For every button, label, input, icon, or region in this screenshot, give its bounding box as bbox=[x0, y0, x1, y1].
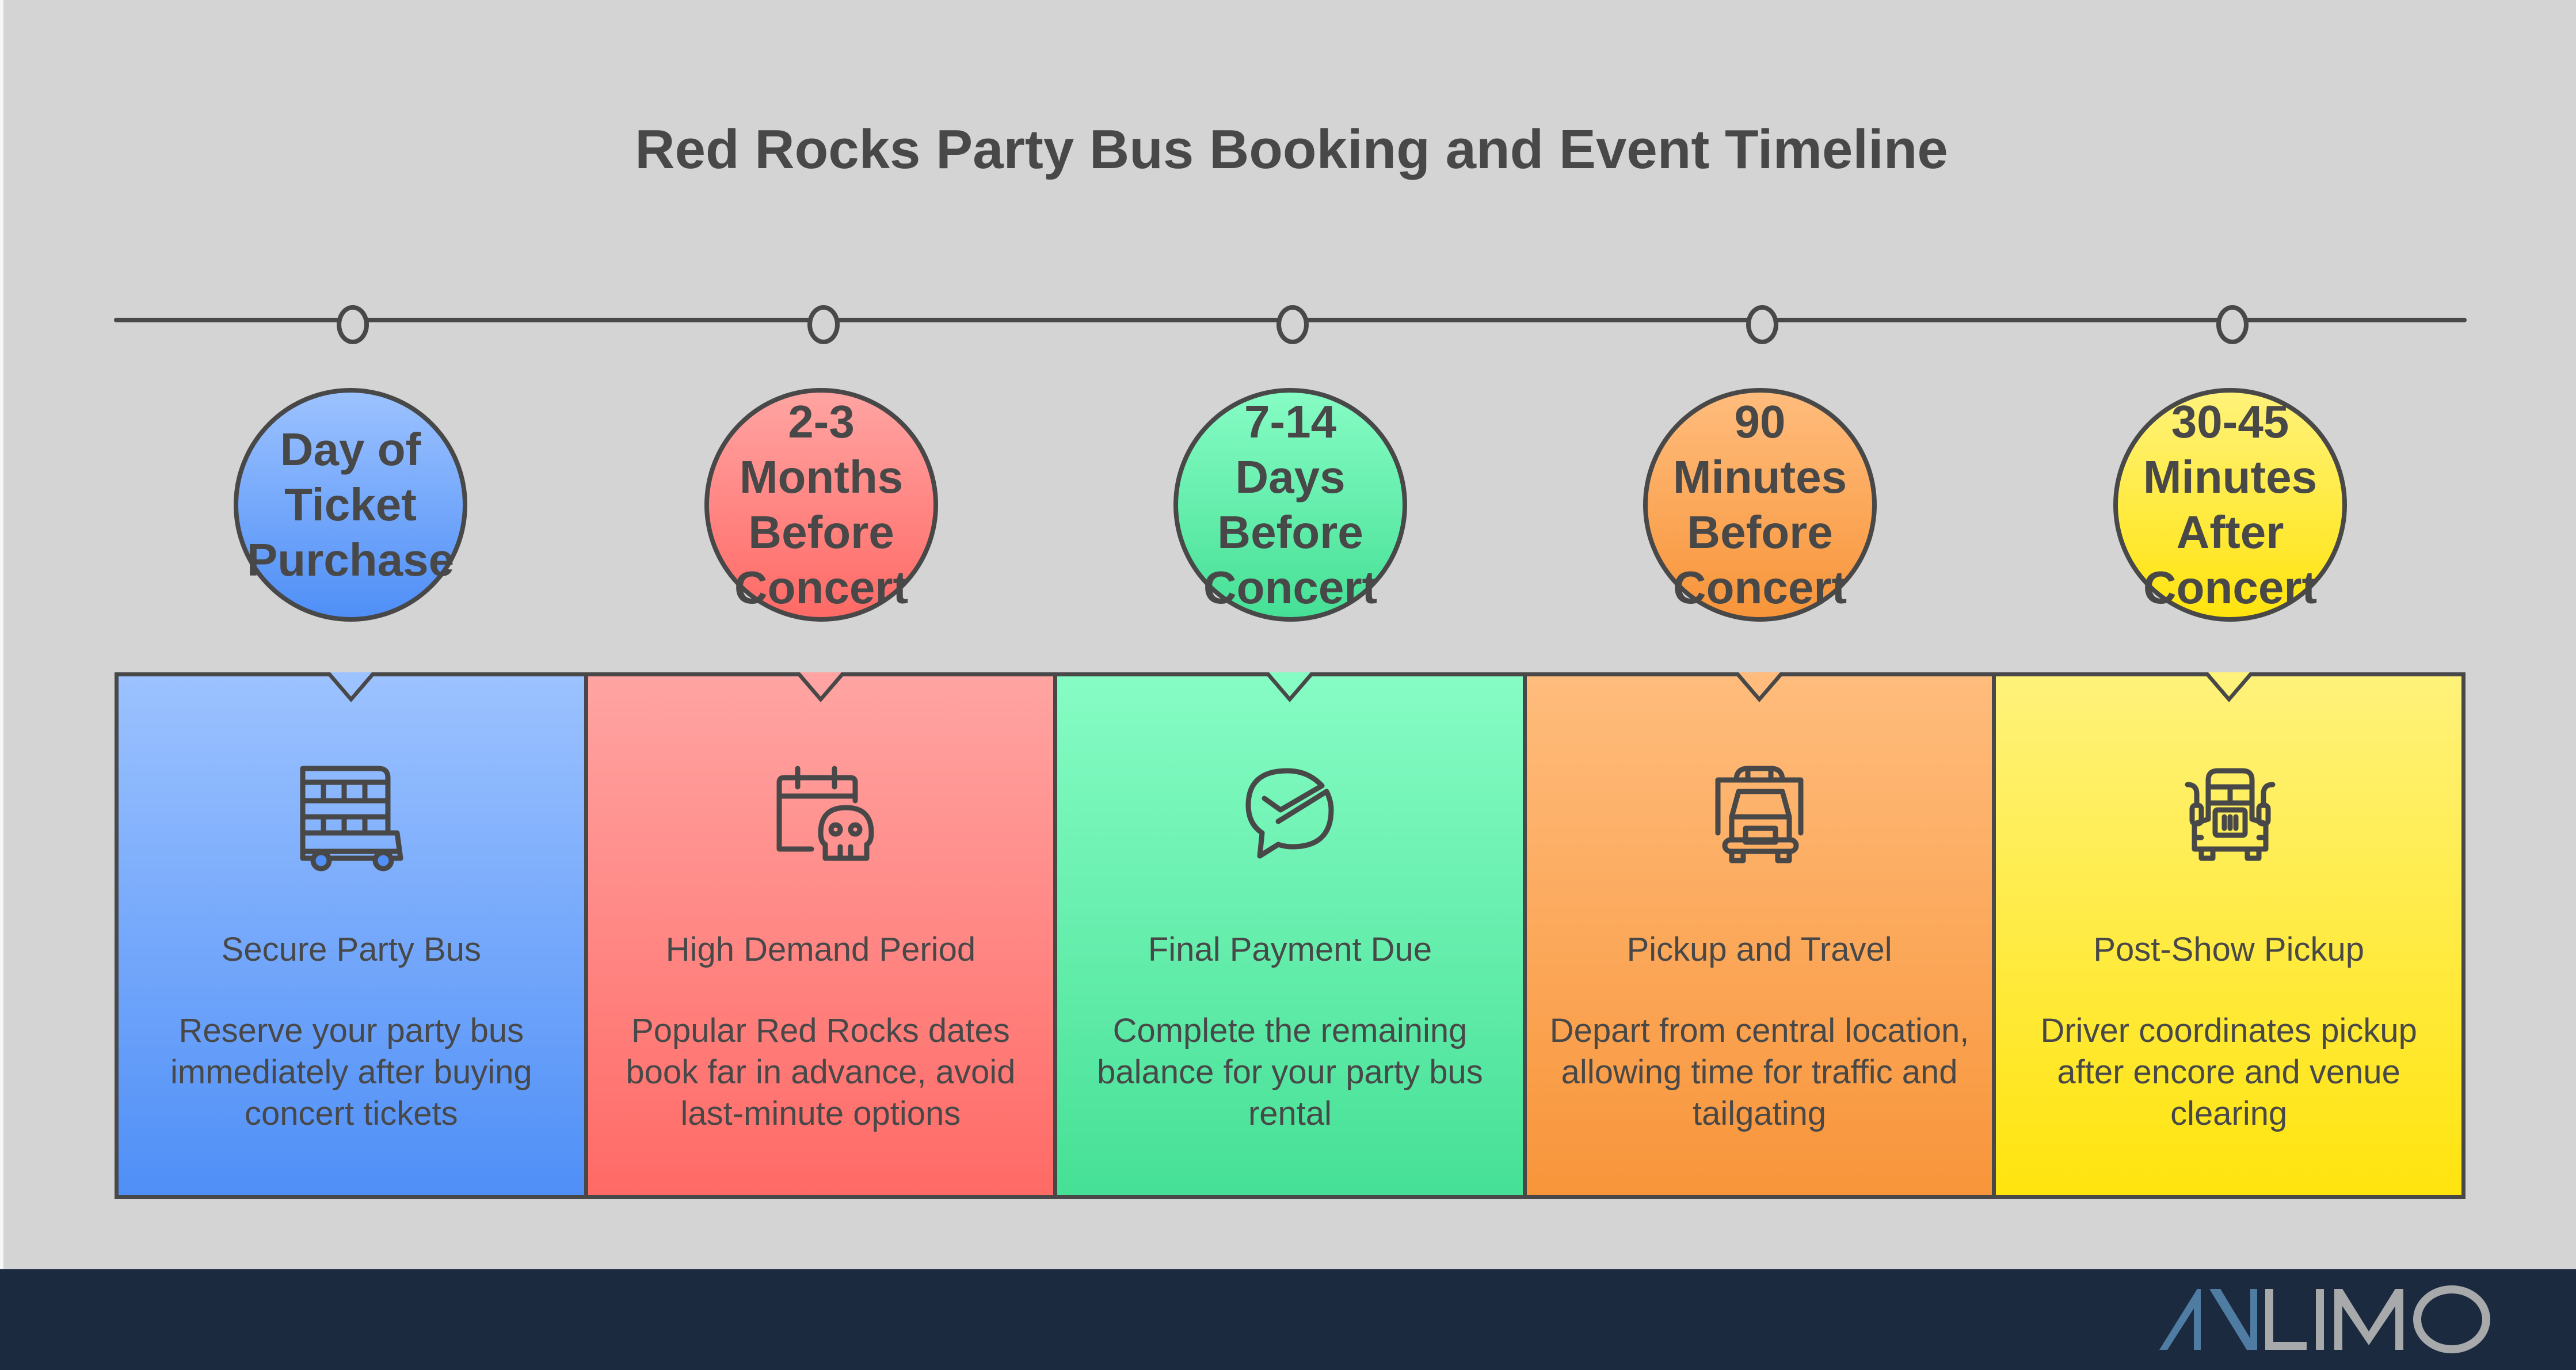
milestone-circle-2: 2-3 Months Before Concert bbox=[704, 388, 938, 622]
card-title: Pickup and Travel bbox=[1626, 931, 1892, 968]
card-post-show-pickup: Post-Show Pickup Driver coordinates pick… bbox=[1996, 672, 2461, 1195]
card-high-demand-period: High Demand Period Popular Red Rocks dat… bbox=[588, 672, 1058, 1195]
card-secure-party-bus: Secure Party Bus Reserve your party bus … bbox=[119, 672, 588, 1195]
milestone-circle-1: Day of Ticket Purchase bbox=[234, 388, 467, 622]
milestone-circle-5: 30-45 Minutes After Concert bbox=[2113, 388, 2347, 622]
timeline-cards: Secure Party Bus Reserve your party bus … bbox=[115, 672, 2466, 1199]
card-title: Final Payment Due bbox=[1148, 931, 1432, 968]
milestone-label: 30-45 Minutes After Concert bbox=[2143, 396, 2318, 613]
card-final-payment-due: Final Payment Due Complete the remaining… bbox=[1057, 672, 1527, 1195]
card-description: Popular Red Rocks dates book far in adva… bbox=[626, 1012, 1016, 1132]
card-title: High Demand Period bbox=[665, 931, 976, 968]
truck-front-icon bbox=[2171, 757, 2287, 872]
card-description: Reserve your party bus immediately after… bbox=[170, 1012, 532, 1132]
card-description: Driver coordinates pickup after encore a… bbox=[2040, 1012, 2417, 1132]
card-title: Post-Show Pickup bbox=[2093, 931, 2364, 968]
card-title: Secure Party Bus bbox=[221, 931, 481, 968]
page-title: Red Rocks Party Bus Booking and Event Ti… bbox=[635, 119, 1948, 180]
timeline-node-3 bbox=[1276, 305, 1309, 344]
chat-check-icon bbox=[1232, 757, 1347, 872]
timeline-node-4 bbox=[1746, 305, 1778, 344]
card-description: Complete the remaining balance for your … bbox=[1097, 1012, 1483, 1132]
milestone-label: Day of Ticket Purchase bbox=[246, 424, 455, 585]
milestone-label: 2-3 Months Before Concert bbox=[734, 396, 909, 613]
brand-logo[interactable]: AVLIMO bbox=[2152, 1285, 2555, 1354]
card-description: Depart from central location, allowing t… bbox=[1549, 1012, 1969, 1132]
milestone-circle-4: 90 Minutes Before Concert bbox=[1643, 388, 1877, 622]
double-decker-bus-icon bbox=[294, 757, 409, 872]
timeline-node-5 bbox=[2216, 305, 2249, 344]
calendar-skull-icon bbox=[763, 757, 878, 872]
milestone-circle-3: 7-14 Days Before Concert bbox=[1173, 388, 1407, 622]
milestone-label: 7-14 Days Before Concert bbox=[1203, 396, 1378, 613]
card-pickup-and-travel: Pickup and Travel Depart from central lo… bbox=[1526, 672, 1996, 1195]
bus-front-icon bbox=[1702, 757, 1817, 872]
timeline-node-1 bbox=[337, 305, 369, 344]
footer-bar: AVLIMO bbox=[0, 1269, 2576, 1370]
infographic-canvas: Red Rocks Party Bus Booking and Event Ti… bbox=[0, 0, 2467, 1269]
milestone-label: 90 Minutes Before Concert bbox=[1672, 396, 1847, 613]
timeline-node-2 bbox=[807, 305, 840, 344]
